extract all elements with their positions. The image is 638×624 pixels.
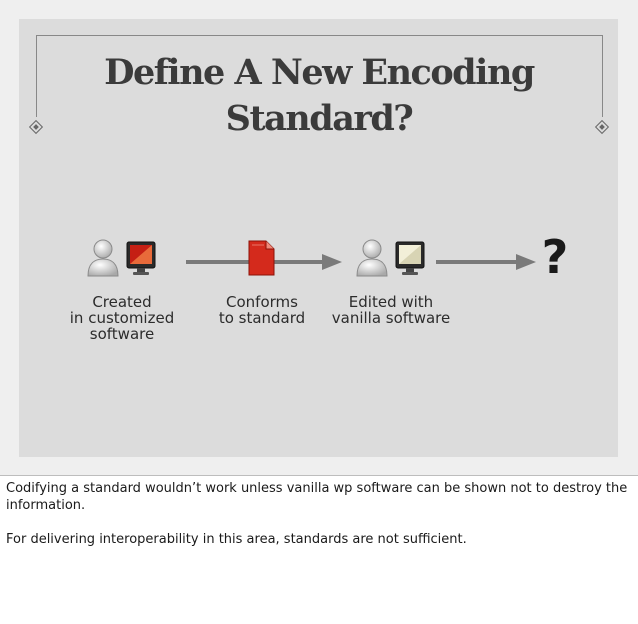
frame-right-line <box>602 35 603 117</box>
notes-paragraph-1: Codifying a standard wouldn’t work unles… <box>6 481 628 513</box>
step-caption-edited: Edited with vanilla software <box>316 294 466 326</box>
red-document-icon <box>248 240 275 276</box>
step-caption-created: Created in customized software <box>52 294 192 342</box>
slide-title-line-2: Standard? <box>225 98 414 139</box>
caption-line: to standard <box>218 309 306 327</box>
caption-line: vanilla software <box>331 309 451 327</box>
slide-title-line-1: Define A New Encoding <box>104 52 535 93</box>
caption-line: in customized <box>69 309 175 327</box>
caption-line: Edited with <box>348 293 434 311</box>
slide-title: Define A New Encoding Standard? <box>0 50 638 142</box>
speaker-notes: Codifying a standard wouldn’t work unles… <box>6 480 632 565</box>
user-icon <box>356 239 388 277</box>
caption-line: Conforms <box>226 293 298 311</box>
slide-canvas <box>19 19 618 457</box>
slide-frame: Define A New Encoding Standard? <box>0 0 638 476</box>
notes-paragraph-2: For delivering interoperability in this … <box>6 532 467 547</box>
step-caption-conforms: Conforms to standard <box>197 294 327 326</box>
frame-top-line <box>36 35 603 36</box>
arrow-right-2 <box>436 254 536 270</box>
question-mark-icon: ? <box>541 230 569 284</box>
caption-line: Created <box>92 293 152 311</box>
user-icon <box>87 239 119 277</box>
monitor-red-icon <box>126 241 156 275</box>
caption-line: software <box>89 325 155 343</box>
monitor-icon <box>395 241 425 275</box>
frame-left-line <box>36 35 37 117</box>
